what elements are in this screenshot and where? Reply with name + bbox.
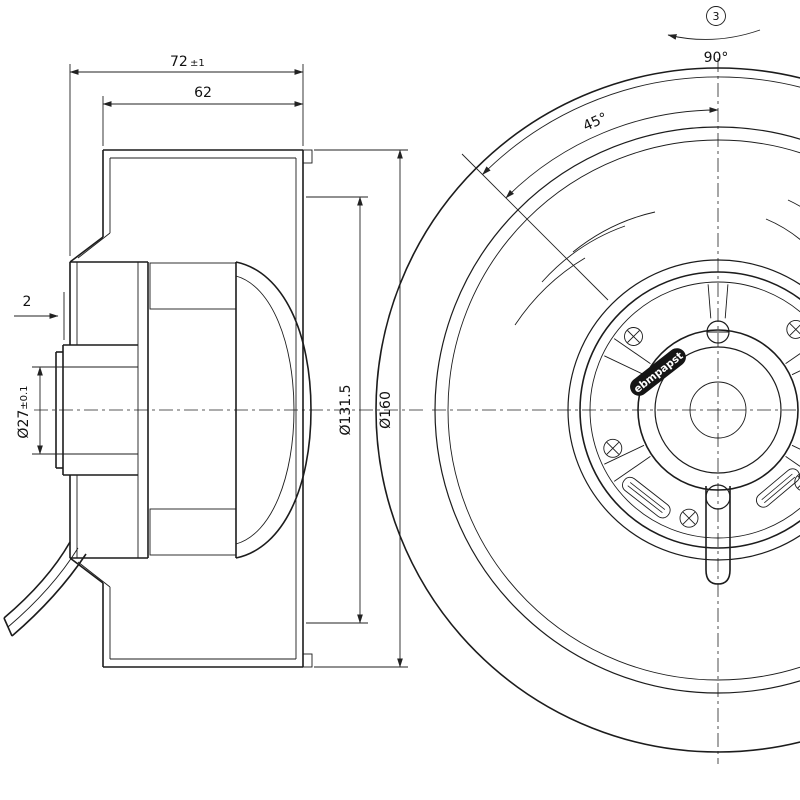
dimension-total-depth: 72 ±1 <box>69 54 304 256</box>
dim-total-depth-tolerance: ±1 <box>190 58 205 69</box>
dim-inner-diameter-label: Ø131.5 <box>338 384 354 435</box>
screw-mark <box>786 319 800 339</box>
dimension-shaft-diameter: Ø27±0.1 <box>16 366 63 455</box>
blade-band-top <box>149 262 237 310</box>
hub-inner-circle <box>654 346 782 474</box>
spec-label-left <box>622 476 671 519</box>
cable-gland <box>705 484 731 585</box>
balance-screw-mark <box>706 320 730 344</box>
micro-text-line <box>761 473 793 501</box>
dimension-ring-offset: 2 <box>14 294 59 319</box>
dim-outer-diameter-label: Ø160 <box>378 391 394 429</box>
screw-mark <box>603 438 623 458</box>
impeller-plate-circle <box>579 271 800 549</box>
rotation-mark-number: 3 <box>713 10 720 23</box>
front-view: ebmpapst 90° 45° <box>375 6 800 764</box>
dimension-outer-diameter: Ø160 <box>314 149 408 668</box>
outer-housing-circle <box>375 67 800 753</box>
impeller-section <box>149 261 312 559</box>
blade-band-bottom <box>149 508 237 556</box>
rotation-arrow-icon <box>667 29 761 40</box>
dimension-angle-90: 90° <box>482 50 800 175</box>
hub-spokes <box>604 284 800 482</box>
side-view: 72 ±1 62 2 Ø27±0.1 Ø131.5 <box>3 54 424 668</box>
housing-section <box>69 149 313 668</box>
mounting-tab <box>302 149 313 164</box>
micro-text-line <box>627 485 663 514</box>
micro-text-line <box>764 476 796 504</box>
dimension-inner-diameter: Ø131.5 <box>306 196 368 624</box>
rotation-direction: 3 <box>667 6 761 40</box>
inlet-nozzle-circle <box>567 259 800 561</box>
dim-housing-depth-value: 62 <box>194 85 212 101</box>
dim-ring-offset-value: 2 <box>23 294 32 310</box>
blade-edges <box>514 199 800 326</box>
dimension-angle-45: 45° <box>461 107 719 301</box>
dim-angle-45-label: 45° <box>581 110 610 135</box>
rotation-mark-circle <box>706 6 726 26</box>
micro-text-line <box>629 482 666 510</box>
spoke-ring-circle <box>589 281 800 539</box>
screw-mark <box>679 508 699 528</box>
hub-outer-circle <box>637 329 799 491</box>
inlet-ring-section <box>63 261 149 559</box>
spec-label-right <box>755 468 800 508</box>
brand-label-background <box>630 348 686 396</box>
shaft-circle <box>689 381 747 439</box>
dimension-housing-depth: 62 <box>102 85 304 146</box>
hub-assembly: ebmpapst <box>603 284 800 585</box>
rotor-dome <box>235 261 312 559</box>
power-cable <box>3 541 87 637</box>
dim-shaft-diameter-label: Ø27±0.1 <box>16 385 32 438</box>
dim-total-depth-value: 72 <box>170 54 188 70</box>
screw-mark <box>624 327 643 346</box>
dim-angle-90-label: 90° <box>704 50 729 66</box>
mounting-tab <box>302 653 313 668</box>
